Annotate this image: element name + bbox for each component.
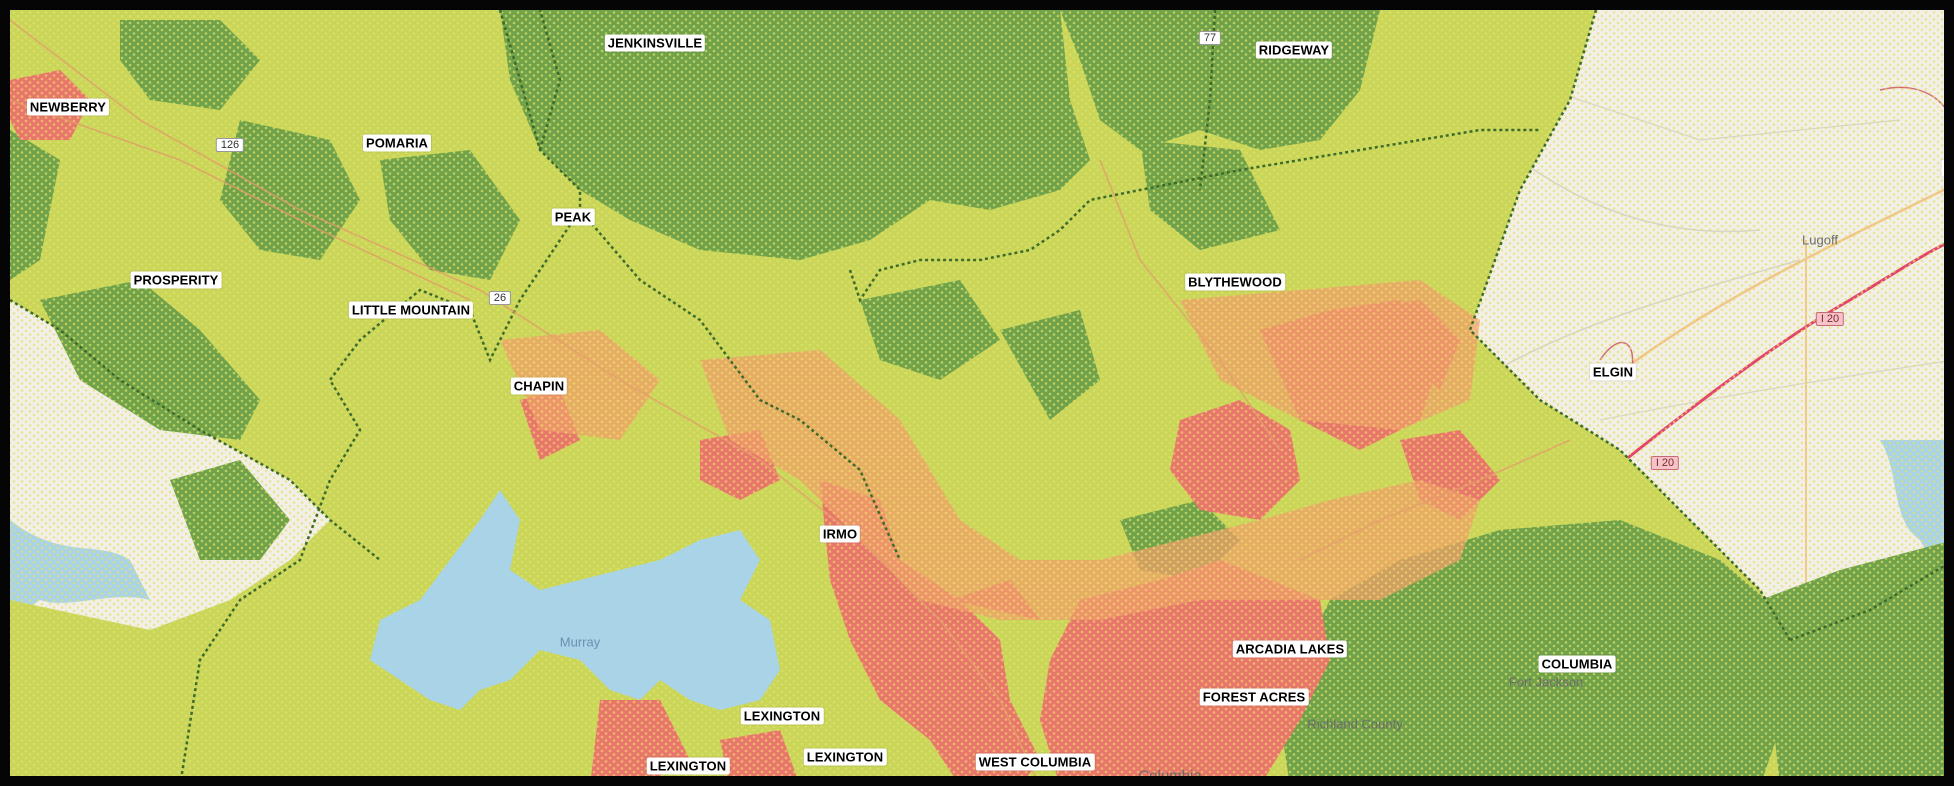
place-west-columbia[interactable]: WEST COLUMBIA bbox=[975, 753, 1095, 771]
place-ridgeway[interactable]: RIDGEWAY bbox=[1255, 41, 1333, 59]
place-peak[interactable]: PEAK bbox=[551, 208, 595, 226]
place-lexington-north[interactable]: LEXINGTON bbox=[740, 707, 824, 725]
place-little-mountain[interactable]: LITTLE MOUNTAIN bbox=[348, 301, 474, 319]
label-lake-murray: Murray bbox=[559, 634, 601, 650]
place-blythewood[interactable]: BLYTHEWOOD bbox=[1185, 273, 1285, 291]
shield-126: 126 bbox=[215, 138, 245, 152]
place-columbia-east[interactable]: COLUMBIA bbox=[1538, 655, 1616, 673]
place-elgin[interactable]: ELGIN bbox=[1589, 363, 1637, 381]
label-lugoff: Lugoff bbox=[1802, 232, 1838, 248]
shield-i20-east: I 20 bbox=[1815, 312, 1845, 326]
place-jenkinsville[interactable]: JENKINSVILLE bbox=[604, 34, 706, 52]
shield-77: 77 bbox=[1198, 31, 1222, 45]
lake-murray bbox=[370, 490, 780, 710]
place-arcadia-lakes[interactable]: ARCADIA LAKES bbox=[1232, 640, 1348, 658]
shield-i20-west: I 20 bbox=[1650, 456, 1680, 470]
place-camden-partial[interactable]: CA bbox=[1941, 159, 1944, 177]
label-fort-jackson: Fort Jackson bbox=[1508, 674, 1584, 690]
place-newberry[interactable]: NEWBERRY bbox=[26, 98, 110, 116]
shield-26: 26 bbox=[488, 291, 512, 305]
place-prosperity[interactable]: PROSPERITY bbox=[130, 271, 222, 289]
place-lexington-southwest[interactable]: LEXINGTON bbox=[646, 757, 730, 775]
place-pomaria[interactable]: POMARIA bbox=[362, 134, 432, 152]
place-chapin[interactable]: CHAPIN bbox=[510, 377, 568, 395]
label-richland-county: Richland County bbox=[1307, 716, 1403, 732]
place-irmo[interactable]: IRMO bbox=[819, 525, 861, 543]
place-forest-acres[interactable]: FOREST ACRES bbox=[1199, 688, 1309, 706]
highways bbox=[10, 19, 1571, 776]
place-lexington-south[interactable]: LEXINGTON bbox=[803, 748, 887, 766]
label-columbia-base: Columbia bbox=[1138, 767, 1202, 785]
county-borders bbox=[10, 10, 1944, 776]
